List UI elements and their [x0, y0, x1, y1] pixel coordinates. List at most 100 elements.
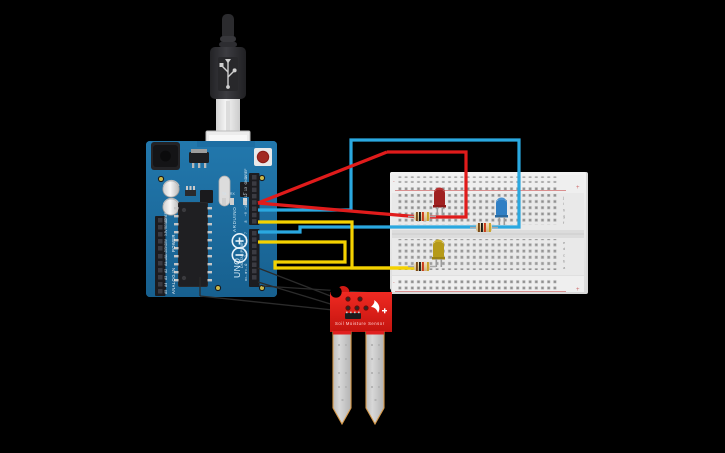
pin-label-a1: A1 — [164, 262, 168, 266]
led-red[interactable] — [433, 187, 446, 215]
row-letter-c: c — [563, 252, 565, 257]
pin-label-aref: AREF — [244, 169, 248, 178]
usb-cord-strain-2 — [219, 42, 237, 47]
breadboard[interactable]: - + j i h g f — [390, 172, 588, 294]
row-letter-j: j — [562, 195, 564, 200]
sparkfun-flame-icon — [371, 300, 387, 314]
usb-cable[interactable] — [205, 14, 251, 156]
rail-plus-top-right: + — [576, 185, 580, 191]
pin-label-13: 13 — [244, 187, 248, 191]
pin-label-gnd: GND — [244, 176, 248, 184]
voltage-regulator — [189, 149, 209, 168]
status-leds: TX RX L — [222, 192, 247, 205]
pin-label-2: 2 — [244, 264, 248, 266]
power-header-label: POWER — [171, 234, 176, 252]
soil-moisture-sensor[interactable]: Soil Moisture Sensor — [330, 285, 392, 426]
pin-label-33v: 3.3V — [164, 229, 168, 236]
row-letter-f: f — [563, 220, 565, 225]
resistor-2[interactable] — [470, 223, 498, 232]
crystal-oscillator — [218, 175, 231, 207]
pin-label-tx1: TX→1 — [244, 264, 248, 273]
svg-text:RX: RX — [230, 192, 235, 196]
board-usb-pad — [197, 141, 255, 147]
pin-label-7: 7 — [244, 232, 248, 234]
pin-label-a2: A2 — [164, 269, 168, 273]
svg-text:L: L — [243, 192, 245, 196]
pin-label-12: 12 — [244, 193, 248, 197]
pin-label-5: ~5 — [244, 243, 248, 247]
pin-label-6: ~6 — [244, 236, 248, 240]
usb-cord-strain — [220, 36, 236, 42]
mount-hole-bm-pad — [216, 286, 220, 290]
row-letter-h: h — [563, 207, 565, 212]
pin-label-a3: A3 — [164, 276, 168, 280]
mount-hole-tl-pad — [159, 177, 163, 181]
analog-header[interactable]: A0 A1 A2 A3 A4 A5 ANALOG IN — [155, 252, 176, 296]
row-letter-i: i — [563, 201, 564, 206]
arduino-logo: ARDUINO — [232, 207, 237, 232]
resistor-network — [185, 186, 196, 196]
row-letter-b: b — [563, 259, 566, 264]
digital-header[interactable]: AREF GND 13 12 ~11 ~10 ~9 8 7 ~6 ~5 4 ~3… — [240, 169, 260, 287]
usb-icon — [219, 59, 237, 89]
led-blue[interactable] — [495, 197, 508, 226]
pin-label-8: 8 — [244, 221, 248, 223]
sensor-probe-left — [332, 331, 352, 426]
wire-red-d13-loop[interactable] — [257, 150, 388, 205]
usb-cord — [222, 14, 234, 40]
sensor-board-text: Soil Moisture Sensor — [335, 321, 385, 326]
breadboard-top-rail: - + — [392, 175, 584, 192]
row-letter-g: g — [563, 214, 565, 219]
row-letter-d: d — [563, 246, 565, 251]
rail-minus-top-left: - — [393, 179, 395, 185]
breadboard-bottom-rail: - + — [392, 276, 584, 293]
electrolytic-capacitor-1 — [162, 179, 180, 198]
pin-label-5v: 5V — [164, 238, 168, 243]
infinity-icon — [231, 233, 248, 264]
row-letter-e: e — [563, 240, 566, 245]
pin-label-gnd-a: GND — [164, 242, 168, 250]
wire-red-to-board[interactable] — [257, 201, 421, 219]
analog-header-label: ANALOG IN — [171, 268, 176, 294]
rail-plus-bottom-right: + — [576, 287, 580, 293]
arduino-model-label: UNO — [232, 258, 242, 278]
pin-label-11: ~11 — [244, 198, 248, 204]
arduino-wordmark: ARDUINO — [232, 207, 237, 232]
resistor-1[interactable] — [408, 212, 436, 221]
pin-label-reset: RESET — [164, 218, 168, 229]
pin-label-4: 4 — [244, 251, 248, 253]
wire-group — [257, 138, 521, 270]
atmega328p-ic — [174, 202, 212, 287]
mount-hole-br-pad — [260, 286, 264, 290]
usb-metal-seam — [226, 101, 230, 133]
wire-red-top-loop[interactable] — [387, 150, 468, 219]
pin-label-a0: A0 — [164, 255, 168, 259]
pin-label-a5: A5 — [164, 290, 168, 294]
pin-label-vin: VIN — [164, 258, 168, 264]
led-yellow[interactable] — [432, 239, 445, 268]
wire-blue-lower[interactable] — [258, 225, 481, 234]
pin-label-gnd-b: GND — [164, 249, 168, 257]
rail-minus-bottom-left: - — [393, 280, 395, 286]
pin-label-9: ~9 — [244, 212, 248, 216]
pin-label-3: ~3 — [244, 255, 248, 259]
pin-label-10: ~10 — [244, 204, 248, 210]
reset-button[interactable] — [254, 148, 272, 166]
sensor-ic — [345, 313, 361, 319]
digital-header-label: DIGITAL (PWM~) — [240, 240, 244, 268]
sensor-header-pads — [345, 296, 369, 311]
row-letter-a: a — [563, 265, 566, 270]
sensor-probe-right — [365, 331, 385, 426]
electrolytic-capacitor-2 — [162, 197, 180, 216]
smd-chip-1 — [200, 190, 213, 203]
pin-label-rx0: RX←0 — [244, 272, 248, 281]
mount-hole-tr-pad — [260, 176, 264, 180]
arduino-uno-board[interactable]: TX RX L — [146, 141, 277, 297]
wire-black-sensor-c[interactable] — [199, 295, 353, 313]
pin-label-ioref: IOREF — [164, 212, 168, 222]
wire-yellow-branch[interactable] — [258, 240, 420, 270]
barrel-jack — [151, 142, 180, 170]
resistor-3[interactable] — [408, 262, 436, 271]
